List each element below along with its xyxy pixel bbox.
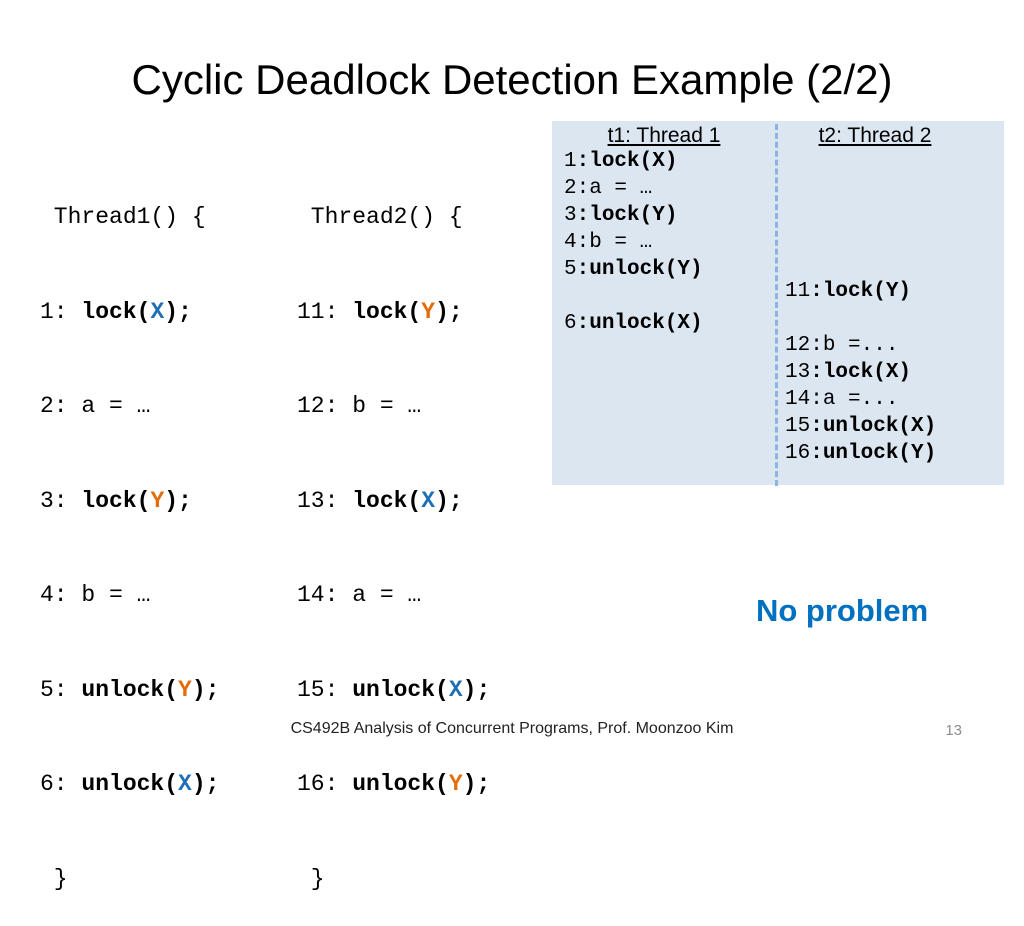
var-y: Y xyxy=(448,771,463,797)
trace-spacer xyxy=(785,202,1003,229)
code-line: 5: unlock(Y); xyxy=(40,676,220,703)
code-line: 1: lock(X); xyxy=(40,298,192,325)
thread2-close: } xyxy=(297,865,325,892)
thread2-header: Thread2() { xyxy=(297,204,463,230)
trace-row-blank xyxy=(785,305,1003,332)
trace-row: 5:unlock(Y) xyxy=(564,258,703,281)
code-line: 16: unlock(Y); xyxy=(297,771,491,797)
code-line: 6: unlock(X); xyxy=(40,771,220,797)
thread2-code: Thread2() { 11: lock(Y); 12: b = … 13: l… xyxy=(297,144,490,926)
trace-spacer xyxy=(785,148,1003,175)
var-x: X xyxy=(178,771,192,797)
execution-trace-panel: t1: Thread 1 1:lock(X) 2:a = … 3:lock(Y)… xyxy=(552,121,1004,486)
slide-title: Cyclic Deadlock Detection Example (2/2) xyxy=(131,56,893,103)
trace-row: 4:b = … xyxy=(564,231,653,254)
thread1-close: } xyxy=(40,865,68,892)
code-line: 13: lock(X); xyxy=(297,487,463,514)
trace-row-blank xyxy=(564,283,764,310)
footer-text: CS492B Analysis of Concurrent Programs, … xyxy=(290,720,734,737)
code-line: 4: b = … xyxy=(40,582,151,608)
t1-column: t1: Thread 1 1:lock(X) 2:a = … 3:lock(Y)… xyxy=(564,121,764,337)
thread1-code: Thread1() { 1: lock(X); 2: a = … 3: lock… xyxy=(40,144,219,926)
code-line: 12: b = … xyxy=(297,393,422,419)
page-number: 13 xyxy=(945,722,962,739)
trace-row: 13:lock(X) xyxy=(785,361,912,384)
var-x: X xyxy=(150,298,165,325)
trace-spacer xyxy=(785,229,1003,256)
var-y: Y xyxy=(178,676,192,703)
trace-row: 11:lock(Y) xyxy=(785,280,912,303)
var-y: Y xyxy=(150,487,165,514)
var-y: Y xyxy=(421,298,436,325)
code-line: 14: a = … xyxy=(297,582,422,608)
trace-row: 6:unlock(X) xyxy=(564,312,703,335)
t1-header: t1: Thread 1 xyxy=(607,124,721,147)
trace-row: 3:lock(Y) xyxy=(564,204,678,227)
trace-spacer xyxy=(785,175,1003,202)
var-x: X xyxy=(448,676,463,703)
code-line: 15: unlock(X); xyxy=(297,676,491,703)
var-x: X xyxy=(421,487,436,514)
code-line: 3: lock(Y); xyxy=(40,487,192,514)
code-line: 2: a = … xyxy=(40,393,151,419)
code-line: 11: lock(Y); xyxy=(297,298,463,325)
trace-row: 16:unlock(Y) xyxy=(785,442,937,465)
trace-row: 14:a =... xyxy=(785,388,899,411)
trace-row: 15:unlock(X) xyxy=(785,415,937,438)
trace-row: 12:b =... xyxy=(785,334,899,357)
trace-row: 2:a = … xyxy=(564,177,653,200)
trace-divider xyxy=(775,124,778,486)
verdict-label: No problem xyxy=(756,593,929,628)
t2-column: t2: Thread 2 11:lock(Y) 12:b =... 13:loc… xyxy=(785,121,1003,467)
thread1-header: Thread1() { xyxy=(40,204,206,230)
trace-row: 1:lock(X) xyxy=(564,150,678,173)
t2-header: t2: Thread 2 xyxy=(818,124,932,147)
